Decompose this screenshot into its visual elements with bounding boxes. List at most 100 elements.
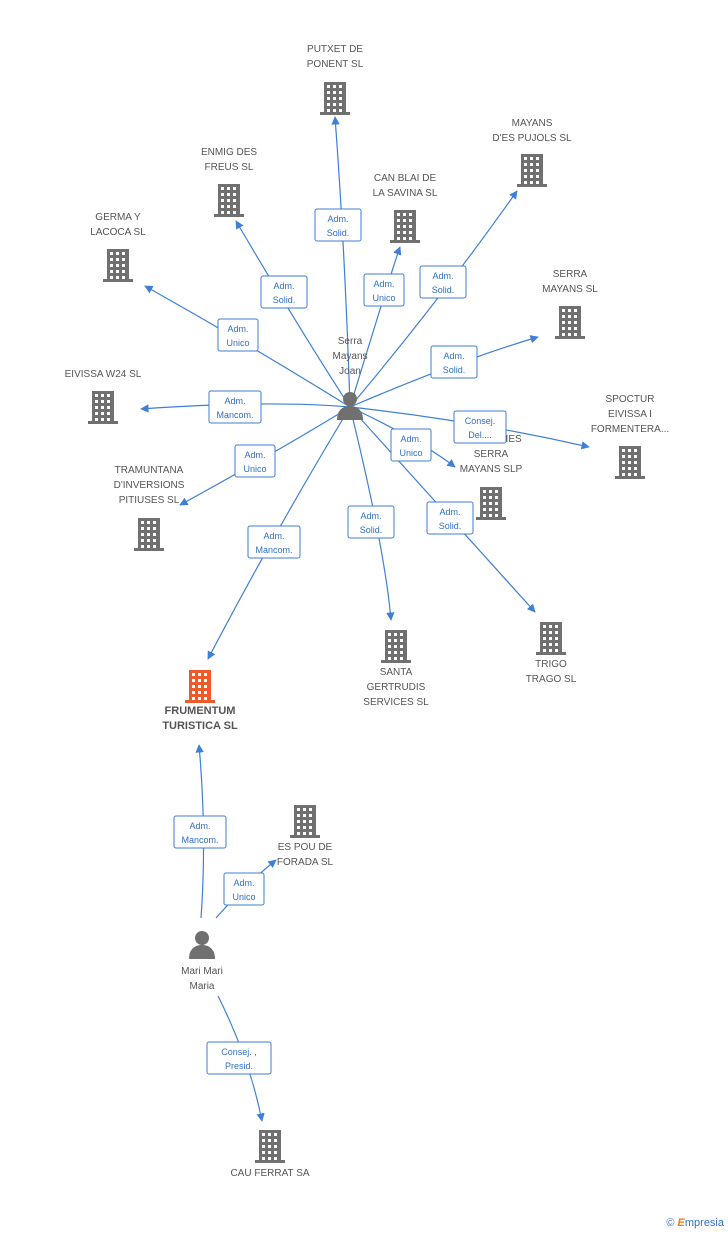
relation-label-text: Adm. — [273, 281, 294, 291]
node-label-line: D'INVERSIONS — [114, 480, 185, 491]
building-icon — [555, 306, 585, 339]
node-label-line: SPOCTUR — [606, 394, 655, 405]
relation-label-text: Adm. — [189, 821, 210, 831]
relation-label[interactable]: Consej. , Presid. — [206, 1041, 272, 1075]
copyright-symbol: © — [666, 1217, 675, 1229]
relation-label-text: Adm. — [439, 507, 460, 517]
relation-label-text: Solid. — [273, 295, 296, 305]
building-icon — [134, 518, 164, 551]
node-label-line: FREUS SL — [205, 162, 254, 173]
relation-label-text: Presid. — [225, 1061, 253, 1071]
node-label-line: PITIUSES SL — [119, 495, 180, 506]
node-mayans-pujols[interactable]: MAYANS D'ES PUJOLS SL — [492, 118, 572, 187]
relation-label-text: Adm. — [400, 434, 421, 444]
relation-label-text: Consej. , — [221, 1047, 257, 1057]
node-label-line: EIVISSA I — [608, 409, 652, 420]
node-label-line: TRIGO — [535, 659, 567, 670]
relation-label[interactable]: Adm.Solid. — [426, 501, 474, 535]
node-label-line: D'ES PUJOLS SL — [492, 133, 572, 144]
building-icon — [88, 391, 118, 424]
node-label-line: MAYANS SL — [542, 284, 598, 295]
relation-label[interactable]: Adm.Solid. — [314, 208, 362, 242]
node-eivissa-w24[interactable]: EIVISSA W24 SL — [65, 369, 142, 424]
building-icon — [214, 184, 244, 217]
relation-label-text: Unico — [232, 892, 255, 902]
relation-label-text: Mancom. — [255, 545, 292, 555]
node-label-line: RIES — [498, 434, 522, 445]
building-icon — [290, 805, 320, 838]
node-label-line: SERVICES SL — [363, 697, 429, 708]
node-label-line: SERRA — [553, 269, 588, 280]
brand-name: mpresia — [684, 1217, 724, 1229]
node-serra-mayans-sl[interactable]: SERRA MAYANS SL — [542, 269, 598, 339]
node-label-line: ES POU DE — [278, 842, 333, 853]
node-label-line: PONENT SL — [307, 59, 364, 70]
building-icon — [103, 249, 133, 282]
relation-label-text: Solid. — [432, 285, 455, 295]
relation-label[interactable]: Adm.Solid. — [419, 265, 467, 299]
relation-label[interactable]: Adm.Unico — [217, 318, 259, 352]
node-label-line: FRUMENTUM — [165, 705, 236, 717]
relation-label[interactable]: Adm.Unico — [390, 428, 432, 462]
relation-label[interactable]: Adm.Unico — [363, 273, 405, 307]
relation-label-text: Adm. — [360, 511, 381, 521]
node-label-line: TRAGO SL — [526, 674, 577, 685]
relation-label-text: Adm. — [263, 531, 284, 541]
node-trigo[interactable]: TRIGO TRAGO SL — [526, 622, 577, 685]
node-label-line: SERRA — [474, 449, 509, 460]
relation-label[interactable]: Adm. Mancom. — [247, 525, 301, 559]
relation-label[interactable]: Adm.Solid. — [430, 345, 478, 379]
relation-label-text: Solid. — [443, 365, 466, 375]
building-icon — [255, 1130, 285, 1163]
node-label-line: Mayans — [332, 351, 367, 362]
relation-label-text: Unico — [372, 293, 395, 303]
relation-label[interactable]: Adm.Mancom. — [208, 390, 262, 424]
node-cau-ferrat[interactable]: CAU FERRAT SA — [230, 1130, 310, 1179]
building-icon — [381, 630, 411, 663]
building-icon — [390, 210, 420, 243]
building-icon — [185, 670, 215, 703]
relation-label-text: Consej. — [465, 416, 496, 426]
relation-label[interactable]: Consej. Del.... — [453, 410, 507, 444]
node-label-line: Maria — [189, 981, 214, 992]
building-icon — [536, 622, 566, 655]
node-label-line: FORMENTERA... — [591, 424, 669, 435]
node-spoctur[interactable]: SPOCTUR EIVISSA I FORMENTERA... — [591, 394, 669, 479]
node-label-line: Mari Mari — [181, 966, 223, 977]
relation-label-text: Del.... — [468, 430, 492, 440]
building-icon — [517, 154, 547, 187]
node-label-line: GERMA Y — [95, 212, 141, 223]
relation-label[interactable]: Adm. Unico — [223, 872, 265, 906]
relation-label[interactable]: Adm.Mancom. — [173, 815, 227, 849]
node-label-line: MAYANS — [512, 118, 553, 129]
node-label-line: FORADA SL — [277, 857, 334, 868]
edge-line — [349, 246, 402, 408]
relation-label-text: Solid. — [360, 525, 383, 535]
building-icon — [320, 82, 350, 115]
relation-label[interactable]: Adm. Solid. — [347, 505, 395, 539]
relation-label[interactable]: Adm. Solid. — [260, 275, 308, 309]
node-ries[interactable]: RIES — [498, 434, 522, 445]
relation-label-text: Solid. — [327, 228, 350, 238]
node-serra-mayans-slp[interactable]: SERRA MAYANS SLP — [460, 449, 523, 520]
relation-label-text: Adm. — [244, 450, 265, 460]
building-icon — [476, 487, 506, 520]
node-label-line: Serra — [338, 336, 363, 347]
edge-line — [235, 220, 351, 408]
relation-label-text: Mancom. — [216, 410, 253, 420]
relation-label[interactable]: Adm.Unico — [234, 444, 276, 478]
node-label-line: LA SAVINA SL — [373, 188, 438, 199]
relation-label-text: Adm. — [233, 878, 254, 888]
node-label-line: MAYANS SLP — [460, 464, 523, 475]
node-es-pou[interactable]: ES POU DE FORADA SL — [277, 805, 334, 868]
